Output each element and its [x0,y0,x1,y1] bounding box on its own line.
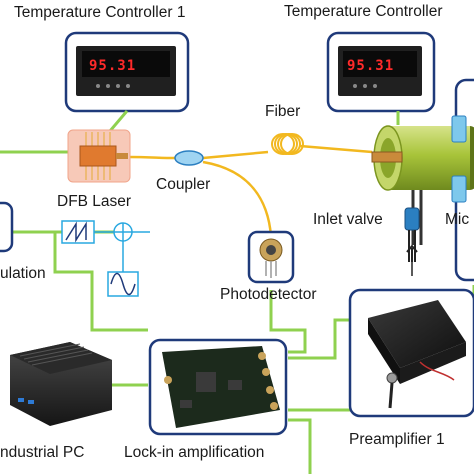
gas-cell-icon [371,115,474,245]
sine-icon [107,271,139,297]
modulation-box-edge [0,201,14,253]
label-inlet-valve: Inlet valve [313,211,383,228]
wire-controller-1-to-laser [108,110,129,132]
coupler-icon [174,150,204,166]
inlet-valve-icon [404,207,420,262]
fiber-coupler-to-pd [202,160,273,237]
wire-preamp-to-lockin [288,318,350,360]
label-lockin: Lock-in amplification [124,444,265,461]
label-fiber: Fiber [265,103,301,120]
wire-lockin-right-2 [288,418,312,474]
temp-controller-2-box: 95.31 [326,31,436,113]
label-coupler: Coupler [156,176,211,193]
label-temp-controller-2: Temperature Controller [284,3,443,20]
label-modulation: ulation [0,265,46,282]
adder-icon [94,222,150,272]
label-industrial-pc: ndustrial PC [0,444,85,461]
photodetector-icon [247,230,295,284]
label-dfb-laser: DFB Laser [57,193,132,210]
sawtooth-icon [61,220,95,244]
lockin-box [148,338,288,436]
fiber-laser-to-coupler [127,155,176,160]
wire-pd-to-lockin [269,290,307,354]
wire-mod-to-lockin [53,232,148,332]
industrial-pc-icon [10,342,112,426]
temp-controller-1-box: 95.31 [64,31,190,113]
fiber-lines [127,144,373,237]
controller-1-display: 95.31 [89,58,136,74]
dfb-laser-icon [67,129,131,183]
label-microphone: Mic [445,211,470,228]
fiber-coil [271,133,304,155]
label-preamplifier: Preamplifier 1 [349,431,445,448]
label-temp-controller-1: Temperature Controller 1 [14,4,186,21]
controller-2-display: 95.31 [347,58,394,74]
fiber-coil-to-cell [299,144,373,154]
label-photodetector: Photodetector [220,286,317,303]
fiber-coupler-to-coil [202,150,269,160]
preamplifier-box [348,288,474,418]
